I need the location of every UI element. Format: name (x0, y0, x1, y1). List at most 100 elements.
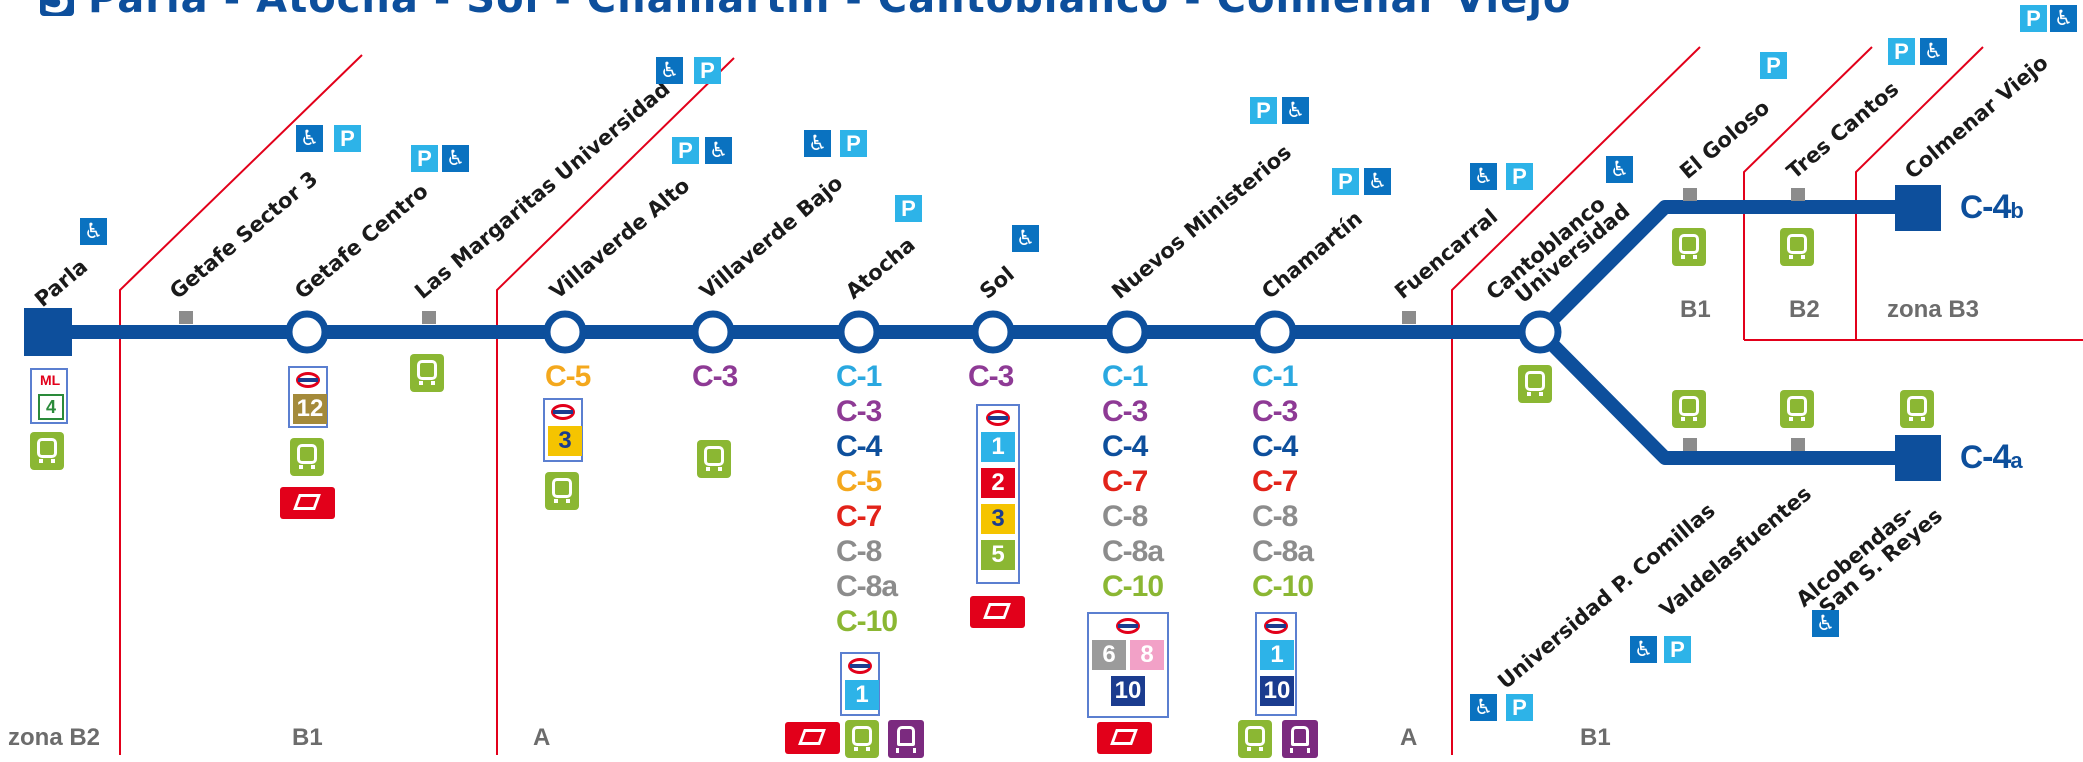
connection-chamartin-c-10: C-10 (1252, 570, 1314, 603)
terminal-colmenar (1895, 185, 1941, 231)
bus-icon (1672, 390, 1706, 428)
zone-divider-5 (1855, 46, 1984, 340)
metro-line-3-badge: 3 (548, 426, 582, 456)
connection-chamartin-c-1: C-1 (1252, 360, 1298, 393)
branch-label-c4a: C-4a (1960, 438, 2023, 476)
wheelchair-icon: ♿ (442, 145, 469, 172)
metro-line-10-badge: 10 (1260, 676, 1294, 706)
stop-sol (971, 310, 1015, 354)
connection-atocha-c-5: C-5 (836, 465, 882, 498)
metro-box-villaverde_alto: 3 (543, 398, 583, 462)
stop-nuevos-ministerios (1105, 310, 1149, 354)
parking-icon: P (694, 57, 721, 84)
zone-label-a-left: A (533, 724, 551, 751)
bus-icon (1518, 365, 1552, 403)
terminal-alcobendas (1895, 435, 1941, 481)
metro-logo-icon (551, 404, 575, 420)
zone-label-b2-top: B2 (1789, 296, 1820, 323)
metro-logo-icon (296, 372, 320, 388)
metro-line-2-badge: 2 (981, 468, 1015, 498)
wheelchair-icon: ♿ (1470, 694, 1497, 721)
parking-icon: P (1888, 38, 1915, 65)
stop-villaverde-alto (543, 310, 587, 354)
wheelchair-icon: ♿ (656, 57, 683, 84)
connection-chamartin-c-8a: C-8a (1252, 535, 1314, 568)
parking-icon: P (1760, 52, 1787, 79)
connection-atocha-c-1: C-1 (836, 360, 882, 393)
wheelchair-icon: ♿ (1470, 163, 1497, 190)
connection-nuevos_ministerios-c-1: C-1 (1102, 360, 1148, 393)
metro-line-10-badge: 10 (1111, 676, 1145, 706)
wheelchair-icon: ♿ (1630, 636, 1657, 663)
wheelchair-icon: ♿ (705, 137, 732, 164)
wheelchair-icon: ♿ (296, 125, 323, 152)
airport-icon (1282, 720, 1318, 758)
line-title: Parla - Atocha - Sol - Chamartín - Canto… (88, 0, 1571, 22)
stop-chamartin (1253, 310, 1297, 354)
metro-logo-icon (848, 658, 872, 674)
wheelchair-icon: ♿ (1364, 168, 1391, 195)
metro-line-1-badge: 1 (1260, 640, 1294, 670)
connection-atocha-c-8a: C-8a (836, 570, 898, 603)
bus-icon (410, 354, 444, 392)
stop-cantoblanco (1518, 310, 1562, 354)
stop-fuencarral (1402, 311, 1416, 324)
stop-valdelasfuentes (1791, 438, 1805, 451)
parking-icon: P (1332, 168, 1359, 195)
stop-tres-cantos (1791, 188, 1805, 201)
zone-divider-1 (119, 54, 363, 755)
stop-el-goloso (1683, 188, 1697, 201)
airport-icon (888, 720, 924, 758)
connection-nuevos_ministerios-c-8a: C-8a (1102, 535, 1164, 568)
connection-nuevos_ministerios-c-7: C-7 (1102, 465, 1148, 498)
metro-box-atocha: 1 (840, 652, 880, 716)
bus-icon (545, 472, 579, 510)
metro-line-6-badge: 6 (1092, 640, 1126, 670)
stop-getafe-sector3 (179, 311, 193, 324)
connection-villaverde_alto-c-5: C-5 (545, 360, 591, 393)
connection-chamartin-c-8: C-8 (1252, 500, 1298, 533)
stop-comillas (1683, 438, 1697, 451)
wheelchair-icon: ♿ (1920, 38, 1947, 65)
parking-icon: P (1664, 636, 1691, 663)
zone-divider-3 (1451, 46, 1701, 755)
bus-icon (697, 440, 731, 478)
connection-villaverde_bajo-c-3: C-3 (692, 360, 738, 393)
simple-stops (179, 188, 1805, 451)
wheelchair-icon: ♿ (1012, 225, 1039, 252)
branch-b-track (1535, 200, 1905, 337)
wheelchair-icon: ♿ (2050, 5, 2077, 32)
metro-line-5-badge: 5 (981, 540, 1015, 570)
line-header: 5Parla - Atocha - Sol - Chamartín - Cant… (40, 0, 1571, 22)
connection-nuevos_ministerios-c-4: C-4 (1102, 430, 1148, 463)
connection-atocha-c-8: C-8 (836, 535, 882, 568)
wheelchair-icon: ♿ (1282, 97, 1309, 124)
zone-divider-4 (1743, 46, 1873, 340)
bus-icon (290, 438, 324, 476)
parking-icon: P (672, 137, 699, 164)
connection-atocha-c-10: C-10 (836, 605, 898, 638)
parking-icon: P (1506, 694, 1533, 721)
zone-label-b1-right: B1 (1580, 724, 1611, 751)
zone-divider-2 (496, 57, 735, 755)
stop-villaverde-bajo (691, 310, 735, 354)
metro-line-3-badge: 3 (981, 504, 1015, 534)
long-distance-train-icon (785, 722, 840, 754)
parking-icon: P (334, 125, 361, 152)
parking-icon: P (1250, 97, 1277, 124)
connection-chamartin-c-7: C-7 (1252, 465, 1298, 498)
bus-icon (30, 432, 64, 470)
metro-line-1-badge: 1 (845, 680, 879, 710)
metro-ligero-tag: ML (40, 372, 61, 388)
long-distance-train-icon (970, 596, 1025, 628)
bus-icon (1238, 720, 1272, 758)
wheelchair-icon: ♿ (1812, 610, 1839, 637)
stop-getafe-centro (285, 310, 329, 354)
connection-chamartin-c-4: C-4 (1252, 430, 1298, 463)
parking-icon: P (840, 130, 867, 157)
parking-icon: P (411, 145, 438, 172)
